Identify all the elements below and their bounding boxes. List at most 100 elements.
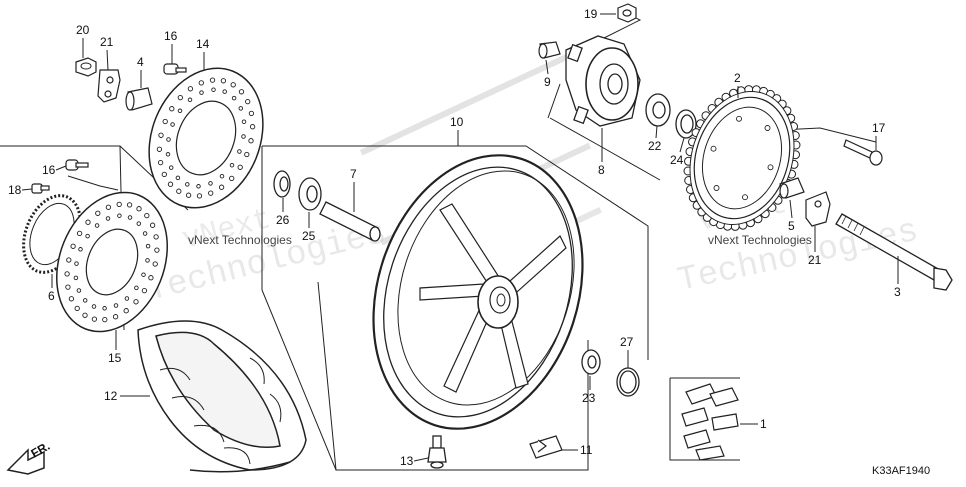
disc-hole [113,303,119,308]
callout-18: 18 [8,183,22,197]
part-23-bearing [581,349,601,375]
disc-hole [73,275,79,281]
disc-hole [156,146,163,152]
part-12-tire [137,320,307,473]
disc-hole [145,243,151,249]
disc-hole [112,314,119,320]
callout-16-left: 16 [42,163,56,177]
callout-3: 3 [894,285,901,299]
disc-hole [175,175,181,181]
disc-hole [249,124,256,130]
callout-17: 17 [872,121,886,135]
disc-hole [248,138,254,144]
disc-hole [208,190,214,196]
callout-25: 24 [670,153,684,167]
callout-11: 11 [580,443,593,457]
disc-hole [220,78,227,84]
disc-hole [116,201,122,208]
disc-hole [170,122,175,127]
part-9-collar [538,41,561,59]
disc-hole [198,80,204,86]
disc-hole [102,316,108,323]
disc-hole [237,149,242,154]
part-16-bolt-left [65,159,89,171]
disc-hole [245,98,251,105]
disc-hole [95,210,101,216]
callout-6: 6 [48,289,55,303]
disc-hole [144,212,150,219]
disc-hole [94,223,100,228]
part-15-brake-disc [56,191,168,333]
disc-hole [136,221,142,226]
disc-hole [153,234,159,240]
part-22-bearing [645,93,671,127]
disc-hole [134,285,139,291]
disc-hole [70,243,76,249]
disc-hole [176,188,182,194]
disc-hole [196,184,201,189]
disc-hole [230,82,236,88]
disc-hole [238,106,244,111]
disc-hole [736,115,742,122]
disc-hole [219,173,225,179]
part-26-dust-seal [273,170,291,198]
disc-hole [133,299,139,305]
watermark-small-right: vNext Technologies [708,233,812,247]
disc-hole [187,97,193,103]
part-21-bracket [97,69,121,103]
diagram-code: K33AF1940 [872,465,930,477]
part-3-axle [835,213,953,291]
disc-hole [162,118,168,125]
callout-5: 5 [788,219,795,233]
part-8-distance-collar [319,201,381,242]
disc-hole [157,159,164,166]
disc-hole [136,206,142,212]
disc-hole [154,247,160,253]
disc-hole [105,216,111,221]
part-2-sprocket [683,85,801,231]
disc-hole [142,231,148,236]
callout-12: 12 [104,389,118,403]
disc-hole [105,204,112,210]
callout-8: 7 [350,167,357,181]
disc-hole [169,106,175,112]
part-4-collar [125,87,153,111]
part-20-nut [75,57,97,77]
callout-22: 22 [648,139,662,153]
disc-hole [229,175,235,182]
disc-hole [102,306,107,311]
disc-hole [141,272,146,277]
disc-hole [152,261,158,267]
callout-27: 27 [620,335,634,349]
part-19-nut [617,3,637,23]
disc-hole [117,213,122,218]
disc-hole [82,312,88,318]
disc-hole [177,94,183,101]
callout-13: 13 [400,454,414,468]
disc-hole [124,296,130,301]
disc-hole [85,219,91,225]
watermark-small-left: vNext Technologies [188,233,292,247]
disc-hole [742,194,748,201]
disc-hole [149,222,156,228]
disc-hole [764,125,771,131]
disc-hole [241,134,246,139]
disc-hole [91,304,97,309]
part-10-rear-wheel [372,154,584,430]
callout-10: 10 [450,115,464,129]
disc-hole [211,87,216,92]
disc-hole [126,202,133,208]
disc-hole [167,181,174,187]
disc-hole [166,137,171,142]
disc-hole [168,165,174,170]
part-25-dust-seal [675,109,697,139]
disc-hole [82,298,88,303]
disc-hole [76,230,83,237]
part-16-bolt-top [163,63,187,75]
callout-23: 23 [582,391,596,405]
disc-hole [141,287,148,294]
disc-hole [209,77,216,83]
disc-hole [65,284,71,290]
